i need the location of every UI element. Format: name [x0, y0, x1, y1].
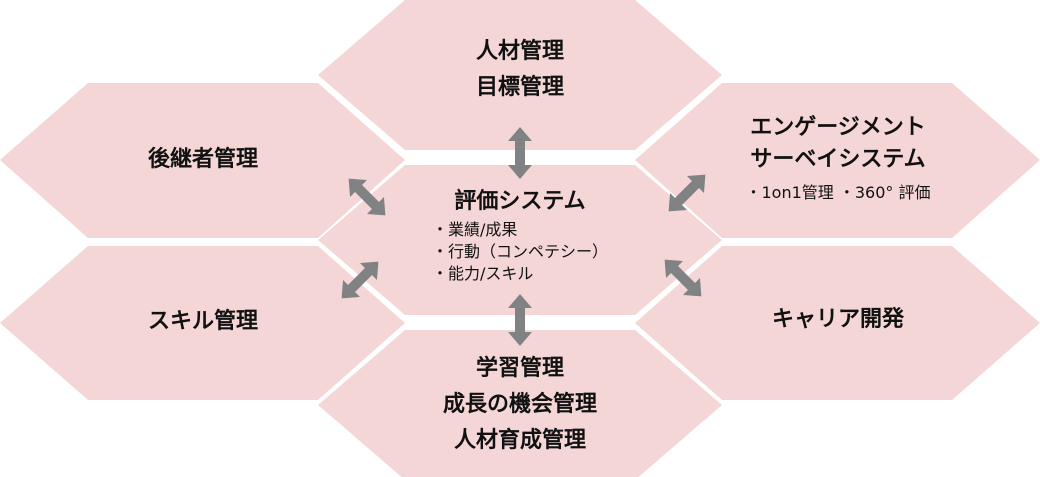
node-top-line: 目標管理 — [475, 75, 565, 100]
hex-top-left — [0, 83, 405, 238]
hex-bottom-left — [0, 246, 405, 400]
node-top: 人材管理 目標管理 — [476, 34, 564, 106]
hex-top-right — [635, 83, 1040, 238]
node-top-right-line: エンゲージメント — [750, 115, 926, 140]
node-bottom-right: キャリア開発 — [771, 307, 905, 332]
node-bottom-line: 成長の機会管理 — [442, 392, 598, 417]
node-bottom-line: 人材育成管理 — [453, 428, 587, 453]
node-bottom: 学習管理 成長の機会管理 人材育成管理 — [443, 351, 597, 459]
node-top-left: 後継者管理 — [147, 147, 259, 172]
center-item: ・業績/成果 — [431, 220, 518, 239]
node-bottom-line: 学習管理 — [475, 356, 565, 381]
node-top-right: エンゲージメント サーベイシステム ・1on1管理 ・360° 評価 — [745, 112, 930, 204]
node-top-line: 人材管理 — [475, 39, 565, 64]
hex-bottom-right — [635, 246, 1040, 400]
hex-bottom — [318, 330, 722, 477]
node-top-right-line: サーベイシステム — [750, 147, 926, 172]
center-item: ・行動（コンペテシー） — [431, 242, 609, 261]
center-title: 評価システム — [454, 189, 586, 214]
node-top-right-sub: ・1on1管理 ・360° 評価 — [745, 183, 931, 202]
center-item: ・能力/スキル — [431, 264, 534, 283]
node-center: 評価システム ・業績/成果 ・行動（コンペテシー） ・能力/スキル — [432, 185, 608, 285]
node-bottom-left: スキル管理 — [147, 309, 259, 334]
hex-top — [318, 0, 722, 150]
hex-center — [318, 165, 722, 315]
